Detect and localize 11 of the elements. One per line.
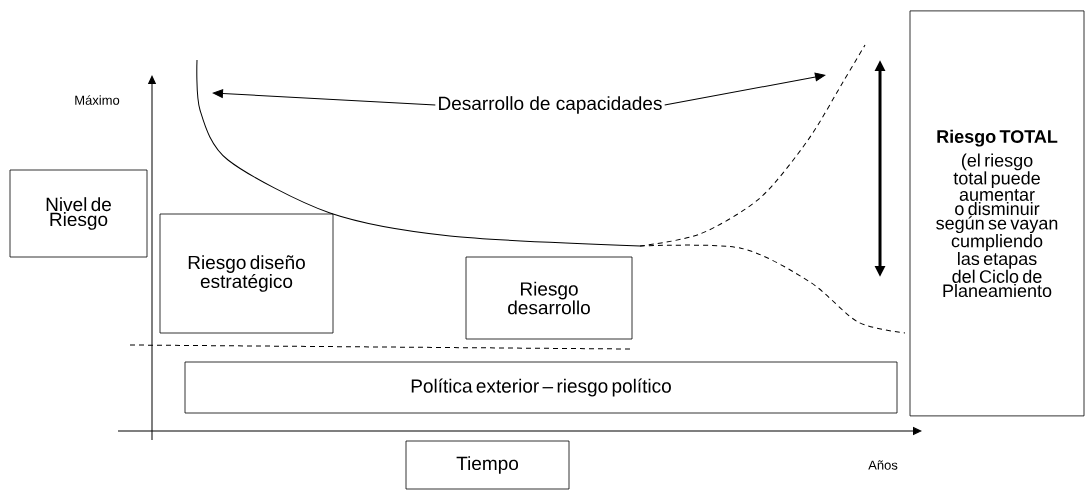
callout-text: Desarrollo de capacidades [439, 96, 662, 114]
axis-title-box: Tiempo [405, 440, 570, 490]
risk-box: Riesgo diseño estratégico [159, 213, 334, 334]
axis-title-box: Nivel de Riesgo [9, 169, 148, 258]
arrow [212, 89, 436, 106]
risk-box: Riesgo desarrollo [465, 256, 633, 340]
note-box: Riesgo TOTAL (el riesgo total puede aumentar o disminuir según se vayan cumpliendo las etapas del Ciclo de Planeamiento [909, 10, 1085, 417]
axis-label: Años [868, 460, 898, 470]
axis-label: Máximo [75, 95, 120, 105]
arrow [664, 72, 826, 106]
risk-band: Política exterior – riesgo político [184, 361, 898, 414]
